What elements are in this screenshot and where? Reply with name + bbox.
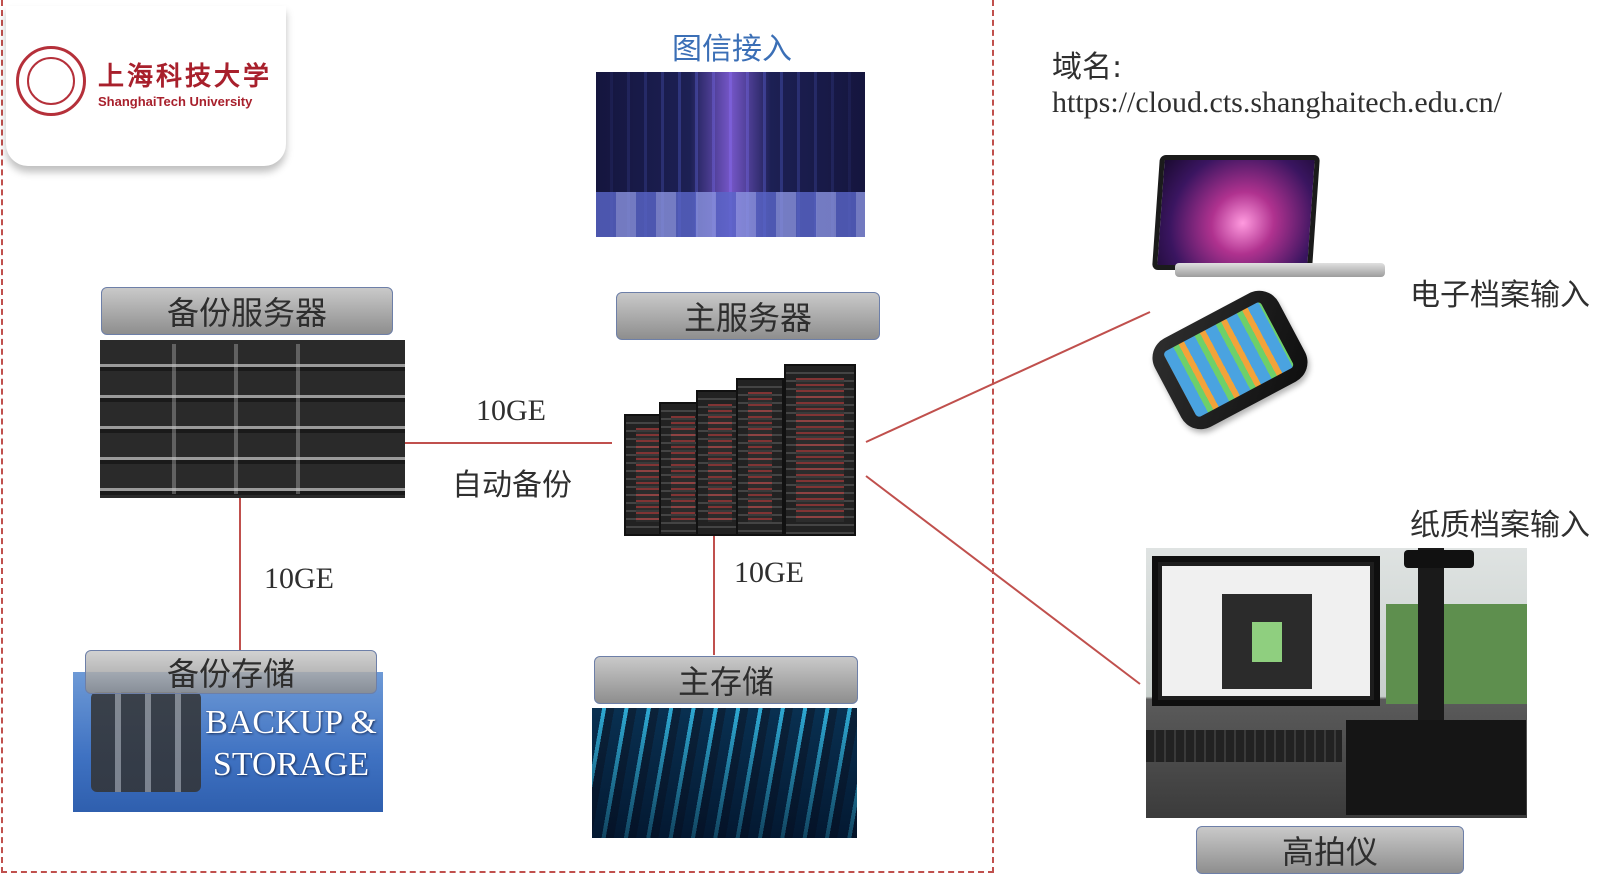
paper-input-label: 纸质档案输入 (1410, 508, 1590, 543)
scanner-label: 高拍仪 (1196, 826, 1464, 874)
domain-url[interactable]: https://cloud.cts.shanghaitech.edu.cn/ (1052, 86, 1502, 119)
server-link-speed: 10GE (476, 394, 546, 427)
backup-server-image (100, 340, 405, 498)
link-main-electronic (865, 311, 1151, 443)
main-storage-link-speed: 10GE (734, 556, 804, 589)
document-scanner-image (1146, 548, 1527, 818)
backup-storage-link-speed: 10GE (264, 562, 334, 595)
laptop-image (1150, 155, 1385, 285)
main-server-label: 主服务器 (616, 292, 880, 340)
backup-storage-banner-line2: STORAGE (212, 746, 370, 783)
backup-storage-banner-line1: BACKUP & (205, 704, 377, 741)
backup-storage-image: BACKUP & STORAGE (73, 672, 383, 812)
backup-storage-label: 备份存储 (85, 650, 377, 694)
backup-storage-banner: BACKUP & STORAGE (201, 702, 381, 786)
main-storage-label: 主存储 (594, 656, 858, 704)
logo-name-en: ShanghaiTech University (98, 94, 253, 109)
data-center-boundary (1, 0, 994, 873)
backup-server-label: 备份服务器 (101, 287, 393, 335)
link-main-paper (865, 475, 1141, 685)
main-storage-image (592, 708, 857, 838)
logo-name-cn: 上海科技大学 (98, 62, 273, 92)
electronic-input-label: 电子档案输入 (1410, 278, 1590, 313)
storage-drives-icon (91, 692, 201, 792)
domain-label: 域名: (1052, 50, 1123, 85)
access-title: 图信接入 (672, 32, 792, 67)
server-link-desc: 自动备份 (452, 468, 572, 503)
main-server-racks-image (624, 356, 864, 536)
access-datacenter-image (596, 72, 865, 237)
university-logo: 上海科技大学 ShanghaiTech University (6, 6, 286, 166)
university-seal-icon (16, 46, 86, 116)
